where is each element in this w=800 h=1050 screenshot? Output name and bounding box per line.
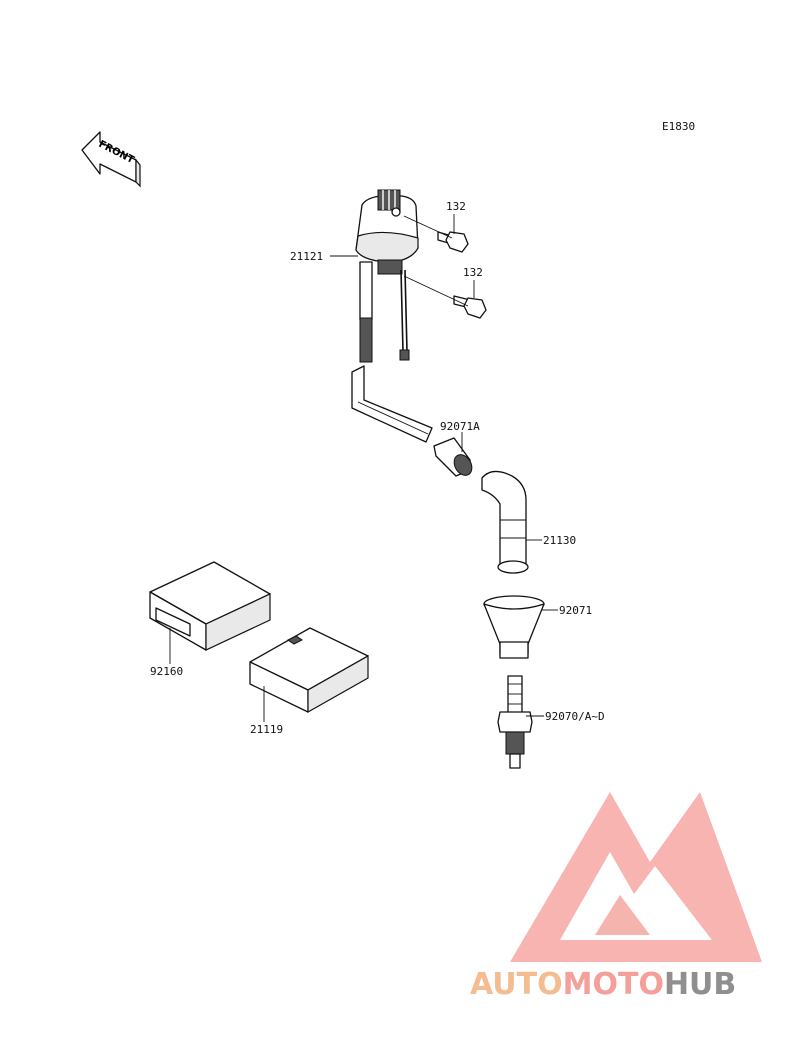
high-tension-lead-illustration	[351, 365, 433, 443]
label-92071: 92071	[559, 604, 592, 617]
label-21121: 21121	[290, 250, 323, 263]
watermark-moto: MOTO	[563, 967, 664, 1002]
automotohub-logo: AUTOMOTOHUB	[470, 792, 762, 1002]
bolt-upper-illustration	[437, 231, 469, 253]
spark-plug-illustration	[497, 675, 533, 769]
rubber-boot-illustration	[483, 595, 545, 659]
igniter-unit-illustration	[249, 627, 369, 714]
label-132-upper: 132	[446, 200, 466, 213]
ignition-coil-illustration	[355, 189, 419, 363]
front-arrow-icon: FRONT	[81, 131, 141, 188]
label-21130: 21130	[543, 534, 576, 547]
cap-92071A-illustration	[433, 437, 473, 477]
label-92071A: 92071A	[440, 420, 480, 433]
label-92160: 92160	[150, 665, 183, 678]
watermark-auto: AUTO	[470, 967, 563, 1002]
svg-text:AUTOMOTOHUB: AUTOMOTOHUB	[470, 967, 736, 1002]
watermark-hub: HUB	[664, 967, 736, 1002]
bracket-92160-illustration	[149, 561, 271, 651]
label-132-lower: 132	[463, 266, 483, 279]
leader-lines	[169, 214, 558, 722]
label-21119: 21119	[250, 723, 283, 736]
bolt-lower-illustration	[453, 295, 487, 319]
diagram-code: E1830	[662, 120, 695, 133]
label-92070: 92070/A~D	[545, 710, 605, 723]
plug-cap-illustration	[481, 470, 529, 574]
